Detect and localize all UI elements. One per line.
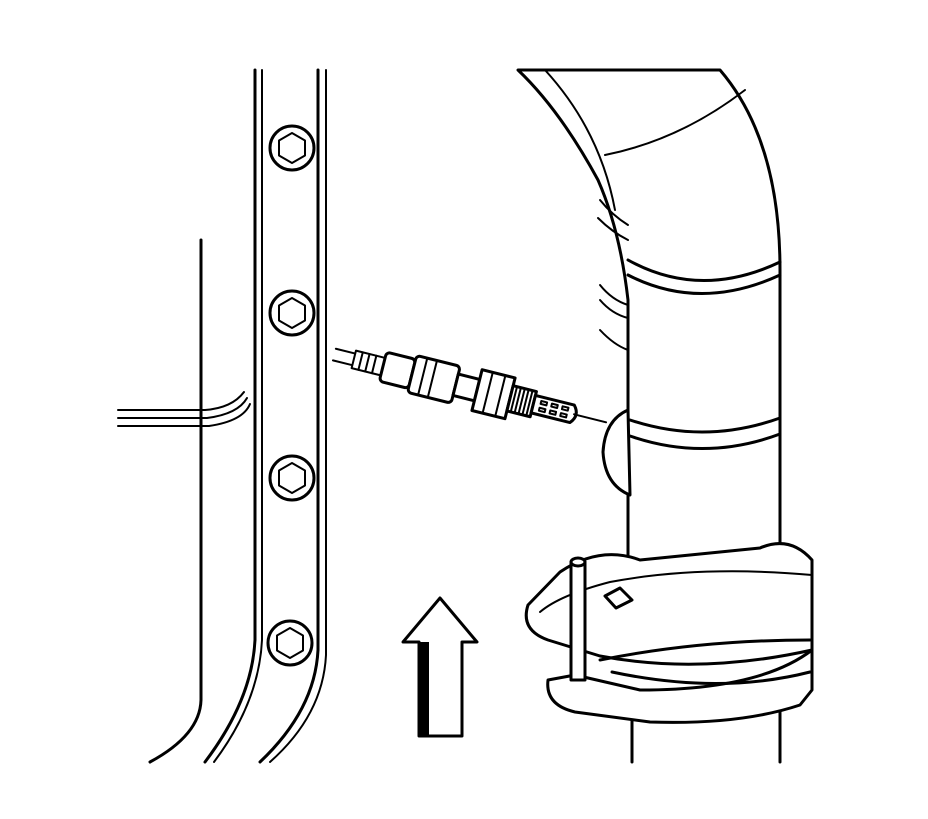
flange-bolt-1-icon <box>268 124 316 172</box>
oxygen-sensor <box>331 347 608 425</box>
up-arrow-icon <box>401 596 479 738</box>
flange-bolt-3-icon <box>268 454 316 502</box>
flange-bolt-2-icon <box>268 289 316 337</box>
oil-pan <box>117 68 327 764</box>
exhaust-pipe <box>516 68 782 562</box>
exhaust-flange <box>524 542 814 764</box>
flange-bolt-4-icon <box>266 619 314 667</box>
